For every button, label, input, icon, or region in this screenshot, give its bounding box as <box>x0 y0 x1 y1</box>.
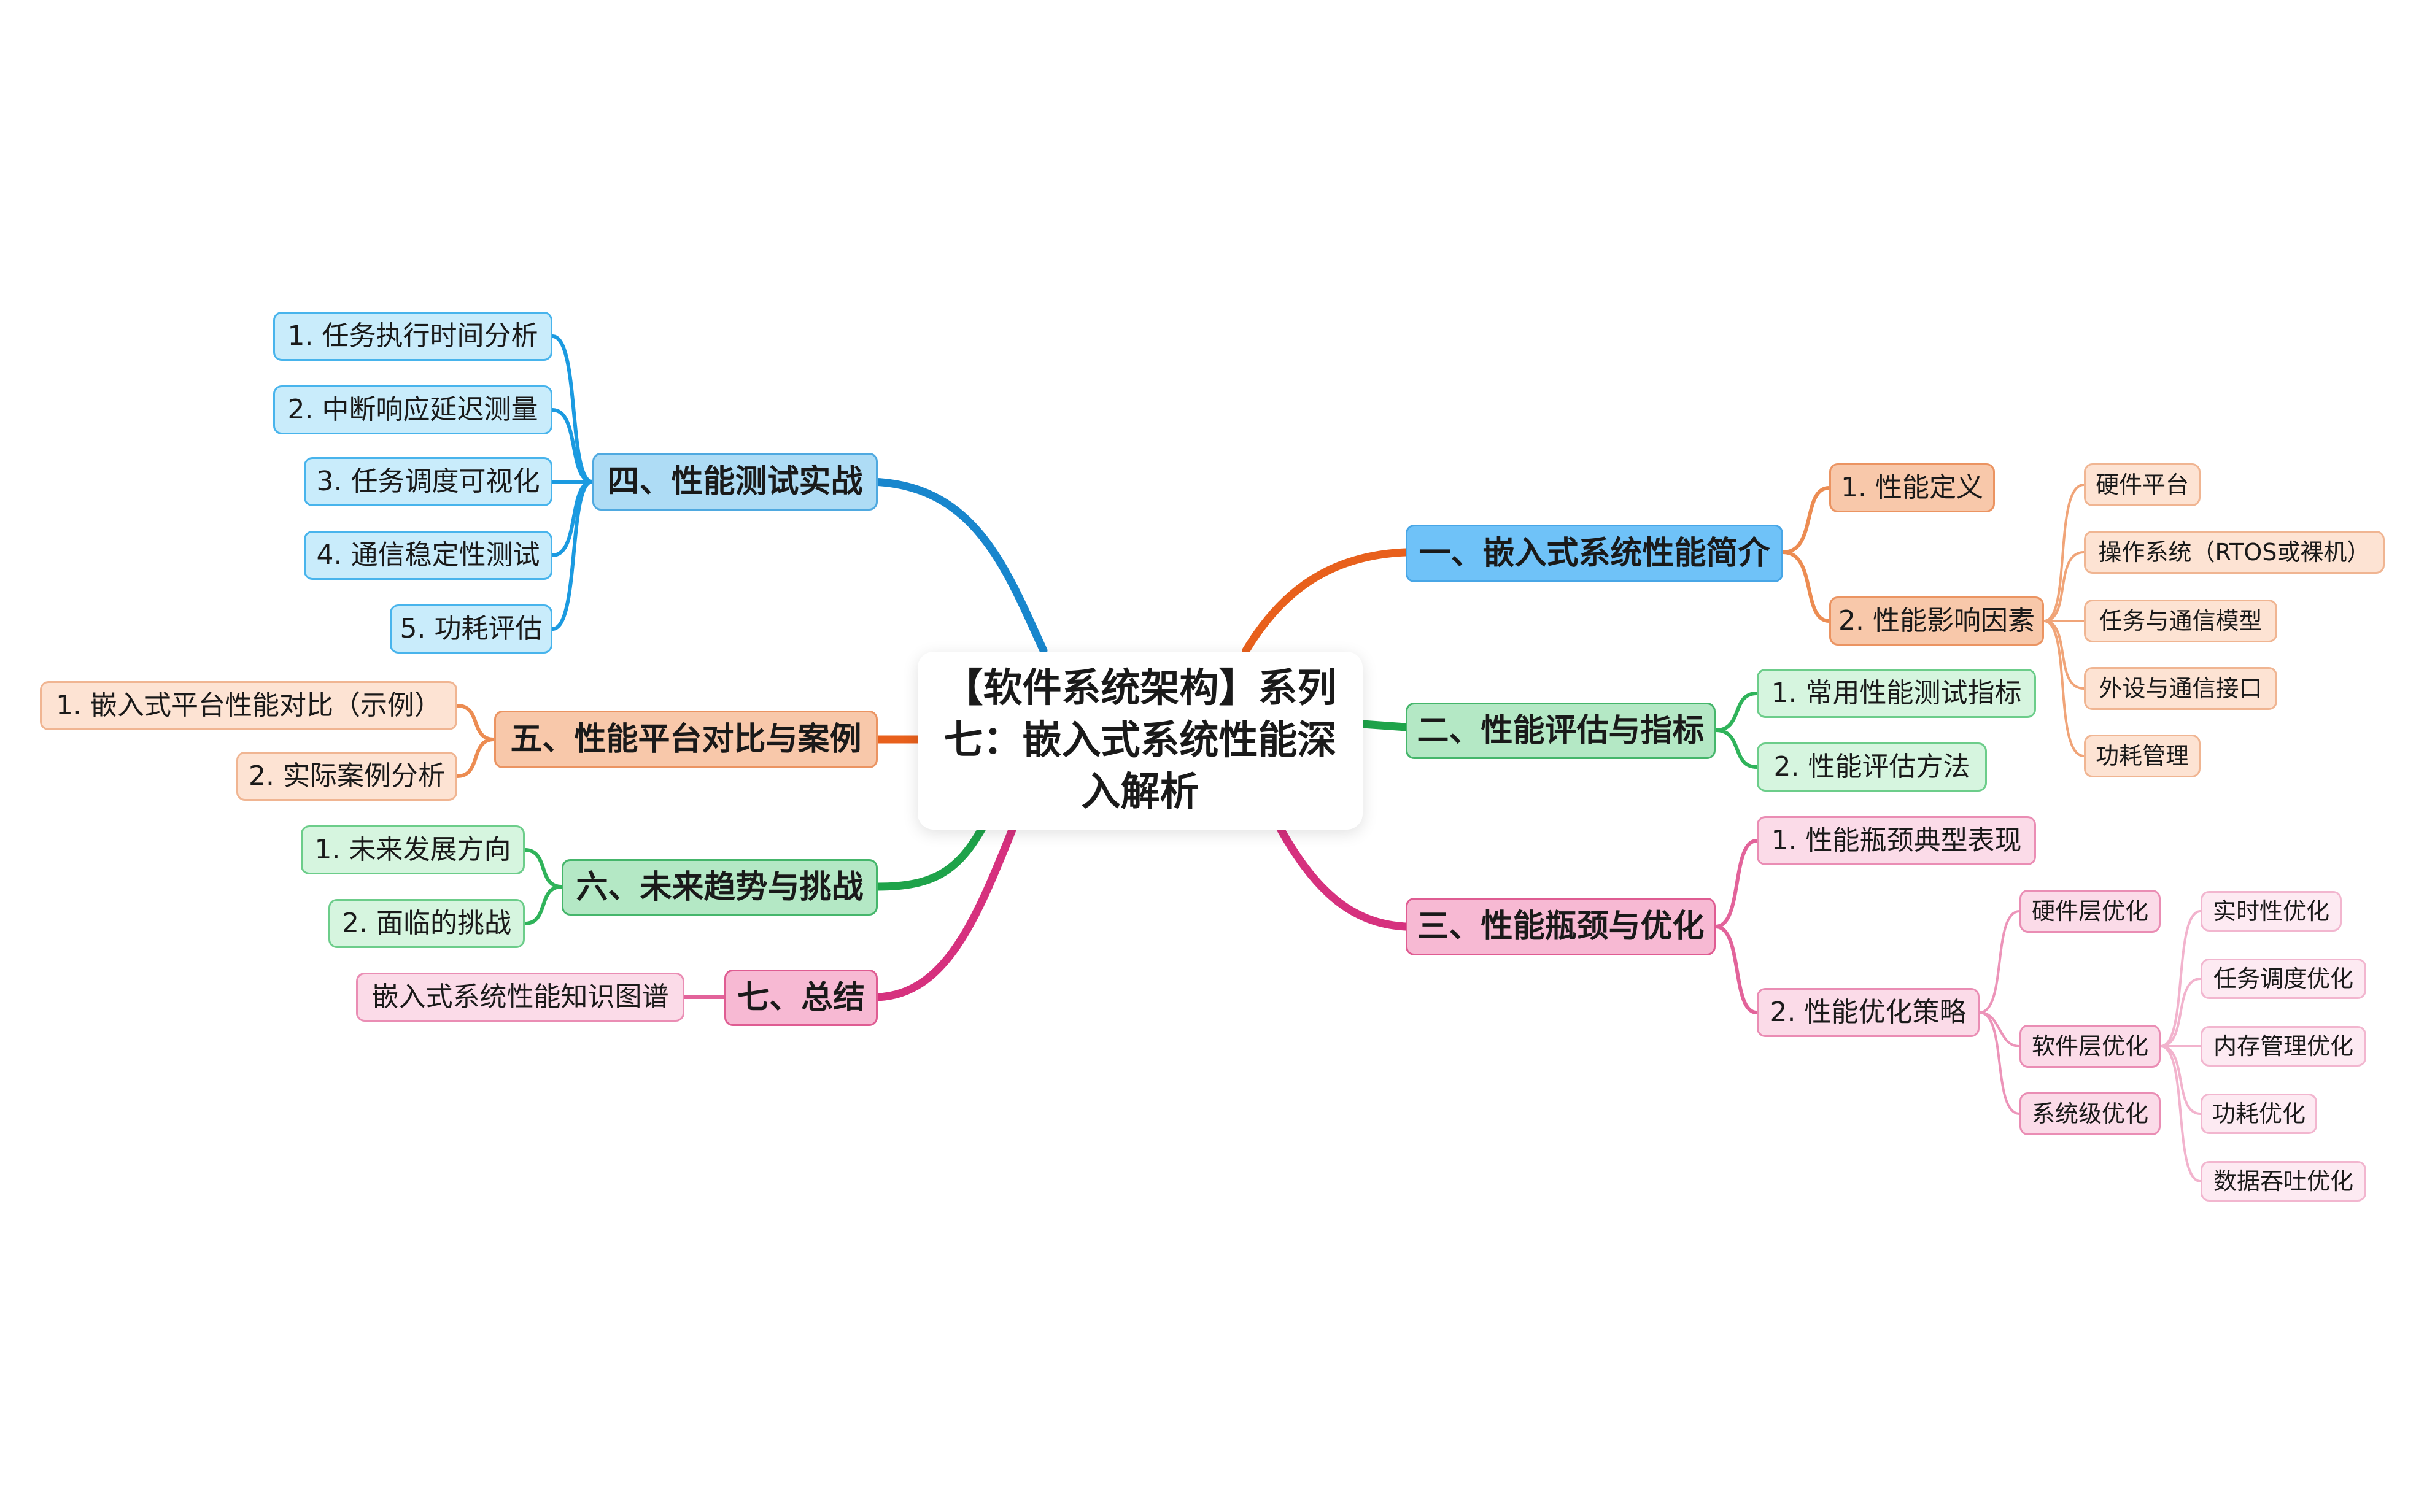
leaf-scheduling-optimization[interactable]: 任务调度优化 <box>2201 958 2366 999</box>
branch-summary[interactable]: 七、总结 <box>724 970 878 1026</box>
leaf-realtime-optimization[interactable]: 实时性优化 <box>2201 891 2342 932</box>
leaf-label: 硬件平台 <box>2095 471 2189 498</box>
node-label: 嵌入式系统性能知识图谱 <box>371 981 669 1012</box>
node-scheduling-visualization[interactable]: 3. 任务调度可视化 <box>304 457 552 506</box>
node-label: 4. 通信稳定性测试 <box>316 539 540 571</box>
node-power-evaluation[interactable]: 5. 功耗评估 <box>390 604 552 654</box>
node-label: 2. 中断响应延迟测量 <box>287 394 538 425</box>
leaf-system-optimization[interactable]: 系统级优化 <box>2019 1092 2161 1135</box>
node-label: 3. 任务调度可视化 <box>316 466 540 497</box>
node-common-test-metrics[interactable]: 1. 常用性能测试指标 <box>1757 669 2036 718</box>
branch-performance-intro[interactable]: 一、嵌入式系统性能简介 <box>1406 525 1783 582</box>
branch-label: 一、嵌入式系统性能简介 <box>1419 535 1770 572</box>
branch-label: 五、性能平台对比与案例 <box>510 721 862 758</box>
leaf-label: 数据吞吐优化 <box>2213 1168 2353 1195</box>
node-knowledge-map[interactable]: 嵌入式系统性能知识图谱 <box>356 973 684 1022</box>
link-center-b4 <box>867 477 1048 655</box>
branch-platform-comparison[interactable]: 五、性能平台对比与案例 <box>494 711 878 768</box>
branch-future-trends[interactable]: 六、未来趋势与挑战 <box>562 859 878 916</box>
node-communication-stability[interactable]: 4. 通信稳定性测试 <box>304 531 552 580</box>
leaf-label: 任务调度优化 <box>2213 965 2353 992</box>
branch-performance-testing[interactable]: 四、性能测试实战 <box>592 453 878 511</box>
central-topic-label: 【软件系统架构】系列七：嵌入式系统性能深入解析 <box>943 666 1337 816</box>
leaf-label: 实时性优化 <box>2212 898 2329 925</box>
branch-label: 六、未来趋势与挑战 <box>576 869 864 906</box>
node-label: 2. 实际案例分析 <box>249 760 445 792</box>
node-platform-comparison-example[interactable]: 1. 嵌入式平台性能对比（示例） <box>40 681 457 730</box>
node-task-execution-analysis[interactable]: 1. 任务执行时间分析 <box>273 312 552 361</box>
leaf-hardware-optimization[interactable]: 硬件层优化 <box>2019 890 2161 933</box>
leaf-software-optimization[interactable]: 软件层优化 <box>2019 1025 2161 1068</box>
leaf-label: 操作系统（RTOS或裸机） <box>2098 539 2371 566</box>
link-center-b1 <box>1242 548 1410 655</box>
leaf-label: 内存管理优化 <box>2213 1033 2353 1060</box>
node-label: 1. 嵌入式平台性能对比（示例） <box>56 690 441 721</box>
leaf-peripherals-interfaces[interactable]: 外设与通信接口 <box>2084 667 2277 710</box>
node-interrupt-latency[interactable]: 2. 中断响应延迟测量 <box>273 385 552 434</box>
node-label: 5. 功耗评估 <box>400 613 543 644</box>
leaf-power-optimization[interactable]: 功耗优化 <box>2201 1094 2317 1134</box>
node-label: 1. 性能定义 <box>1841 472 1983 503</box>
leaf-task-communication-model[interactable]: 任务与通信模型 <box>2084 600 2277 642</box>
node-label: 2. 性能优化策略 <box>1770 997 1967 1028</box>
leaf-label: 软件层优化 <box>2031 1033 2148 1060</box>
node-performance-factors[interactable]: 2. 性能影响因素 <box>1829 596 2044 646</box>
node-performance-definition[interactable]: 1. 性能定义 <box>1829 463 1995 512</box>
branch-label: 三、性能瓶颈与优化 <box>1417 908 1705 945</box>
leaf-label: 功耗优化 <box>2212 1100 2306 1127</box>
leaf-hardware-platform[interactable]: 硬件平台 <box>2084 463 2201 506</box>
node-bottleneck-symptoms[interactable]: 1. 性能瓶颈典型表现 <box>1757 816 2036 865</box>
node-future-directions[interactable]: 1. 未来发展方向 <box>301 825 525 874</box>
node-label: 1. 未来发展方向 <box>314 834 511 865</box>
link-center-b2 <box>1358 720 1410 731</box>
leaf-label: 功耗管理 <box>2095 742 2189 770</box>
leaf-label: 外设与通信接口 <box>2099 675 2263 702</box>
branch-label: 二、性能评估与指标 <box>1417 712 1705 749</box>
leaf-memory-optimization[interactable]: 内存管理优化 <box>2201 1026 2366 1066</box>
node-case-analysis[interactable]: 2. 实际案例分析 <box>236 752 457 801</box>
central-topic[interactable]: 【软件系统架构】系列七：嵌入式系统性能深入解析 <box>918 652 1363 830</box>
node-label: 1. 常用性能测试指标 <box>1771 677 2022 709</box>
branch-label: 四、性能测试实战 <box>607 463 863 500</box>
link-center-b7 <box>873 824 1017 1001</box>
branch-evaluation-metrics[interactable]: 二、性能评估与指标 <box>1406 703 1716 759</box>
link-center-b6 <box>873 824 986 891</box>
leaf-label: 系统级优化 <box>2031 1100 2148 1127</box>
node-evaluation-methods[interactable]: 2. 性能评估方法 <box>1757 742 1987 792</box>
node-label: 1. 任务执行时间分析 <box>287 320 538 352</box>
link-center-b3 <box>1272 818 1410 931</box>
leaf-label: 硬件层优化 <box>2031 898 2148 925</box>
node-challenges[interactable]: 2. 面临的挑战 <box>328 899 525 948</box>
branch-bottleneck-optimization[interactable]: 三、性能瓶颈与优化 <box>1406 898 1716 955</box>
branch-label: 七、总结 <box>737 979 865 1016</box>
leaf-throughput-optimization[interactable]: 数据吞吐优化 <box>2201 1161 2366 1202</box>
node-optimization-strategies[interactable]: 2. 性能优化策略 <box>1757 988 1980 1037</box>
node-label: 2. 性能影响因素 <box>1838 605 2035 636</box>
leaf-power-management[interactable]: 功耗管理 <box>2084 735 2201 777</box>
leaf-label: 任务与通信模型 <box>2099 608 2263 634</box>
node-label: 2. 面临的挑战 <box>342 908 511 939</box>
node-label: 2. 性能评估方法 <box>1773 751 1970 782</box>
node-label: 1. 性能瓶颈典型表现 <box>1771 825 2022 856</box>
leaf-operating-system[interactable]: 操作系统（RTOS或裸机） <box>2084 531 2385 574</box>
